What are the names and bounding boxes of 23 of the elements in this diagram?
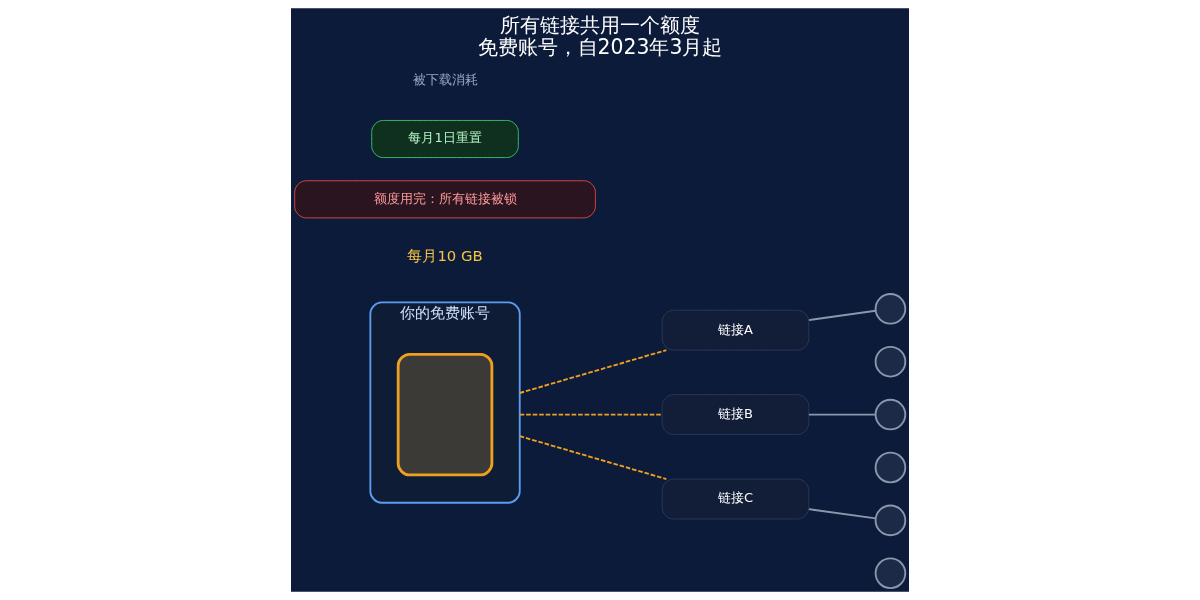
connector bbox=[518, 349, 668, 394]
diagram-title: 所有链接共用一个额度 bbox=[500, 12, 700, 37]
node-box: 额度用完：所有链接被锁 bbox=[294, 180, 596, 219]
node-box: 链接A bbox=[661, 309, 810, 351]
connector bbox=[808, 309, 877, 321]
cluster: 你的免费账号 bbox=[369, 301, 521, 504]
connector bbox=[808, 508, 877, 520]
label: 被下载消耗 bbox=[412, 71, 478, 87]
node-person bbox=[874, 398, 907, 431]
node-person bbox=[874, 504, 907, 537]
node-person bbox=[874, 557, 907, 590]
node-person bbox=[874, 345, 907, 378]
node-box: 链接C bbox=[661, 478, 810, 520]
connector bbox=[518, 413, 663, 416]
caption: 免费账号，自2023年3月起 bbox=[477, 35, 723, 60]
node-box: 链接B bbox=[661, 394, 810, 435]
connector bbox=[808, 413, 877, 416]
node-person bbox=[874, 451, 907, 484]
connector bbox=[518, 435, 668, 480]
node-person bbox=[874, 293, 907, 325]
node-label: 每月10 GB bbox=[407, 247, 483, 265]
node-box bbox=[396, 352, 494, 477]
node-box: 每月1日重置 bbox=[371, 120, 519, 159]
